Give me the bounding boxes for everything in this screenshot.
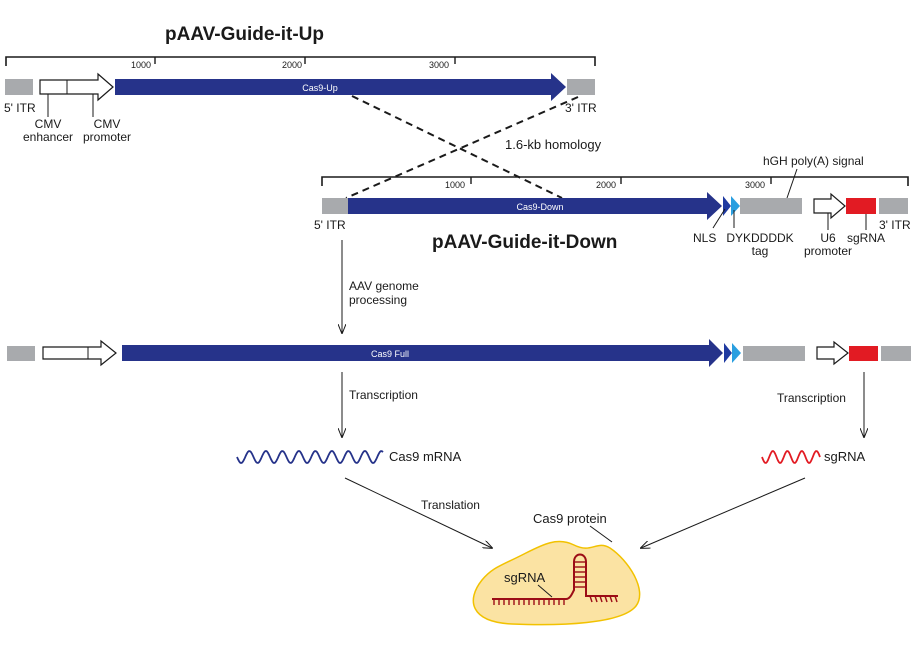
sgrna-base-tick — [589, 595, 593, 603]
top-cmv-promoter-label-1: CMV — [94, 117, 121, 131]
full-u6-arrow — [816, 340, 849, 366]
hgh-leader — [786, 168, 798, 199]
top-tick-label-3000: 3000 — [429, 60, 449, 70]
top-cmv-enhancer-label-2: enhancer — [23, 130, 73, 144]
sgrna-base-tick — [609, 595, 613, 603]
bottom-nls-block — [723, 196, 731, 216]
top-cmv-enhancer-label-1: CMV — [35, 117, 62, 131]
sgrna-base-tick — [604, 595, 608, 603]
bottom-itr3-block — [879, 198, 908, 214]
top-tick-label-2000: 2000 — [282, 60, 302, 70]
full-construct: Cas9 Full — [7, 339, 911, 367]
top-itr5-block — [5, 79, 33, 95]
bottom-sgrna-block — [846, 198, 876, 214]
bottom-cas9-down-arrow — [348, 192, 722, 220]
top-itr3-block — [567, 79, 595, 95]
top-construct-title: pAAV-Guide-it-Up — [165, 24, 324, 45]
top-tick-label-1000: 1000 — [131, 60, 151, 70]
hgh-polya-label: hGH poly(A) signal — [763, 154, 864, 168]
top-cmv-promoter-label-2: promoter — [83, 130, 131, 144]
cas9-mrna-label: Cas9 mRNA — [389, 449, 462, 464]
cas9-protein-label: Cas9 protein — [533, 511, 607, 526]
bottom-flag-tag-block — [731, 196, 740, 216]
bottom-tick-label-2000: 2000 — [596, 180, 616, 190]
nls-label: NLS — [693, 231, 716, 245]
cas9-mrna-wave — [236, 450, 384, 464]
homology-label: 1.6-kb homology — [505, 137, 602, 152]
protein-sgrna-leader — [537, 584, 553, 598]
sgrna-base-tick — [599, 595, 603, 603]
top-scale-bar — [5, 56, 596, 66]
sgrna-label: sgRNA — [824, 449, 866, 464]
translation-label: Translation — [421, 498, 480, 512]
full-itr5-block — [7, 346, 35, 361]
bottom-hgh-polya-block — [740, 198, 802, 214]
full-cas9-arrow — [122, 339, 723, 367]
bottom-cas9-down-label: Cas9-Down — [516, 202, 563, 212]
full-hgh-polya-block — [743, 346, 805, 361]
full-sgrna-block — [849, 346, 878, 361]
protein-sgrna-structure — [492, 553, 618, 605]
full-cas9-label: Cas9 Full — [371, 349, 409, 359]
transcription-left-label: Transcription — [349, 388, 418, 402]
top-itr5-label: 5' ITR — [4, 101, 36, 115]
top-itr3-label: 3' ITR — [565, 101, 597, 115]
bottom-tick-label-3000: 3000 — [745, 180, 765, 190]
homology-line-left — [351, 95, 563, 199]
bottom-itr5-block — [322, 198, 348, 214]
sgrna-base-tick — [614, 595, 618, 603]
bottom-tick-label-1000: 1000 — [445, 180, 465, 190]
bottom-sgrna-label: sgRNA — [847, 231, 885, 245]
bottom-itr3-label: 3' ITR — [879, 218, 911, 232]
bottom-construct-title: pAAV-Guide-it-Down — [432, 232, 617, 253]
bottom-scale-bar — [321, 176, 909, 186]
cas9-protein-complex: Cas9 protein sgRNA — [472, 511, 641, 626]
top-construct: pAAV-Guide-it-Up 1000 2000 3000 Cas9-Up … — [4, 24, 597, 144]
translation-left-arrow — [344, 477, 492, 548]
bottom-construct: 1000 2000 3000 hGH poly(A) signal Cas9-D… — [314, 154, 911, 258]
full-flag-tag-block — [732, 343, 741, 363]
processing-label-1: AAV genome — [349, 279, 419, 293]
u6-label-2: promoter — [804, 244, 852, 258]
tag-label-2: tag — [752, 244, 769, 258]
full-cmv-arrow — [42, 339, 117, 367]
cas9-protein-leader — [589, 525, 613, 543]
homology-line-right — [345, 96, 579, 199]
full-itr3-block — [881, 346, 911, 361]
cas9-protein-shape — [472, 540, 641, 626]
top-cas9-up-label: Cas9-Up — [302, 83, 338, 93]
u6-label-1: U6 — [820, 231, 836, 245]
bottom-u6-arrow — [813, 192, 846, 220]
translation-right-arrow — [641, 477, 806, 548]
processing-label-2: processing — [349, 293, 407, 307]
protein-sgrna-label: sgRNA — [504, 570, 546, 585]
sgrna-wave — [761, 449, 821, 465]
nls-leader — [712, 208, 726, 229]
transcription-right-label: Transcription — [777, 391, 846, 405]
full-nls-block — [724, 343, 732, 363]
tag-label-1: DYKDDDDK — [726, 231, 793, 245]
sgrna-base-tick — [594, 595, 598, 603]
bottom-itr5-label: 5' ITR — [314, 218, 346, 232]
top-cas9-up-arrow — [115, 73, 566, 101]
top-cmv-arrow — [39, 72, 114, 102]
